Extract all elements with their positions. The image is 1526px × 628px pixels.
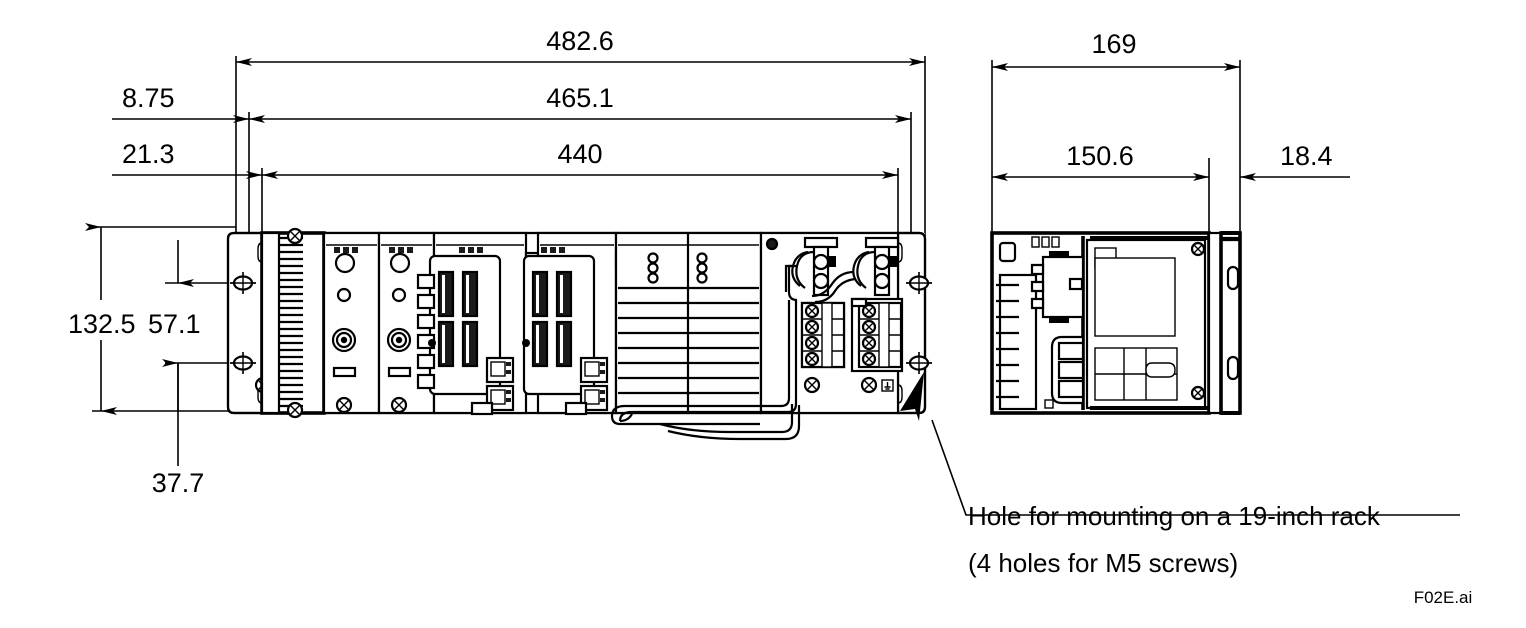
ethernet-ports-a <box>485 356 515 412</box>
dimension-rack-width: 440 <box>261 139 899 252</box>
side-connector-lower <box>1050 335 1085 405</box>
cable-loop-bottom <box>610 404 801 441</box>
ventilation-panel <box>614 231 763 415</box>
side-screw-bottom <box>1190 385 1206 401</box>
screw-heatsink-bottom <box>286 401 304 419</box>
front-view-device <box>226 227 932 441</box>
side-view-device <box>990 231 1242 415</box>
side-fin-strip <box>996 273 1038 411</box>
power-terminal-clamp-1 <box>784 236 839 302</box>
callout-leader-line <box>931 419 1460 516</box>
pin-headers-a <box>437 270 479 368</box>
dim-label-overall-height: 132.5 <box>68 309 136 339</box>
dim-label-hole-spacing: 57.1 <box>148 309 201 339</box>
dimension-side-overall-depth: 169 <box>991 29 1241 238</box>
dimension-side-body-depth: 150.6 <box>992 141 1210 245</box>
status-leds-left-bay <box>647 252 659 284</box>
callout-rack-hole: Hole for mounting on a 19-inch rack (4 h… <box>900 372 1460 578</box>
screw-module-2-bottom <box>390 396 408 414</box>
terminal-screws-2 <box>861 303 877 367</box>
rack-mounting-hole-bottom-right <box>906 352 932 374</box>
heat-sink-module <box>260 227 326 419</box>
dimension-overall-height: 132.5 <box>68 223 236 415</box>
dimension-left-offset-a: 8.75 <box>112 83 249 123</box>
dimension-side-bracket-depth: 18.4 <box>1240 141 1350 181</box>
cpu-module-a <box>416 231 528 416</box>
dimension-hole-bottom-offset: 37.7 <box>152 363 205 498</box>
led-indicators-cpu-a <box>459 247 483 253</box>
figure-id-label: F02E.ai <box>1414 588 1473 607</box>
dim-label-side-bracket-depth: 18.4 <box>1280 141 1333 171</box>
power-module-1 <box>322 231 381 415</box>
right-rack-ear <box>896 231 932 415</box>
dim-label-hole-bottom-offset: 37.7 <box>152 468 205 498</box>
callout-arrowhead <box>900 372 924 421</box>
led-indicators-module-2 <box>389 247 413 253</box>
rack-mounting-hole-bottom-left <box>230 352 256 374</box>
terminal-screws-1 <box>804 303 820 367</box>
dimension-overall-width: 482.6 <box>235 26 926 238</box>
side-rack-bracket <box>1207 231 1242 415</box>
cpu-module-b <box>522 231 618 416</box>
rack-mounting-hole-top-right <box>906 272 932 294</box>
dim-label-side-overall-depth: 169 <box>1091 29 1136 59</box>
power-terminal-clamp-2 <box>852 236 900 297</box>
screw-module-1-bottom <box>335 396 353 414</box>
ground-symbol <box>881 379 894 392</box>
wire-harness <box>610 270 857 422</box>
screw-terminal-block-2 <box>850 297 904 394</box>
side-led-row <box>1031 236 1060 248</box>
coax-connector-module-1 <box>331 327 357 353</box>
status-leds-right-bay <box>696 252 708 284</box>
dim-label-left-offset-a: 8.75 <box>122 83 175 113</box>
coax-connector-module-2 <box>386 327 412 353</box>
dim-label-side-body-depth: 150.6 <box>1066 141 1134 171</box>
screw-terminal-2-mount <box>860 376 878 394</box>
heat-sink-fins <box>279 236 303 408</box>
dimension-left-offset-b: 21.3 <box>112 139 262 179</box>
vent-slots <box>618 286 759 395</box>
callout-text-line-1: Hole for mounting on a 19-inch rack <box>968 501 1381 531</box>
screw-terminal-block-1 <box>800 301 846 394</box>
callout-text-line-2: (4 holes for M5 screws) <box>968 548 1238 578</box>
led-indicators-module-1 <box>334 247 358 253</box>
screw-heatsink-top <box>286 227 304 245</box>
side-connector-upper <box>1030 251 1085 323</box>
pin-headers-b <box>531 270 573 368</box>
dim-label-left-offset-b: 21.3 <box>122 139 175 169</box>
terminal-block-panel <box>610 231 904 422</box>
dim-label-overall-width: 482.6 <box>546 26 614 56</box>
ethernet-ports-b <box>579 356 609 412</box>
led-indicators-cpu-b <box>541 247 565 253</box>
side-screw-top <box>1190 241 1206 257</box>
dim-label-rack-width: 440 <box>557 139 602 169</box>
dimension-mounting-hole-span: 465.1 <box>248 83 912 245</box>
side-inner-panel <box>1044 238 1207 410</box>
dim-label-mounting-hole-span: 465.1 <box>546 83 614 113</box>
rail-slots-a <box>416 273 436 390</box>
screw-terminal-1-mount <box>803 376 821 394</box>
rack-mounting-hole-top-left <box>230 272 256 294</box>
